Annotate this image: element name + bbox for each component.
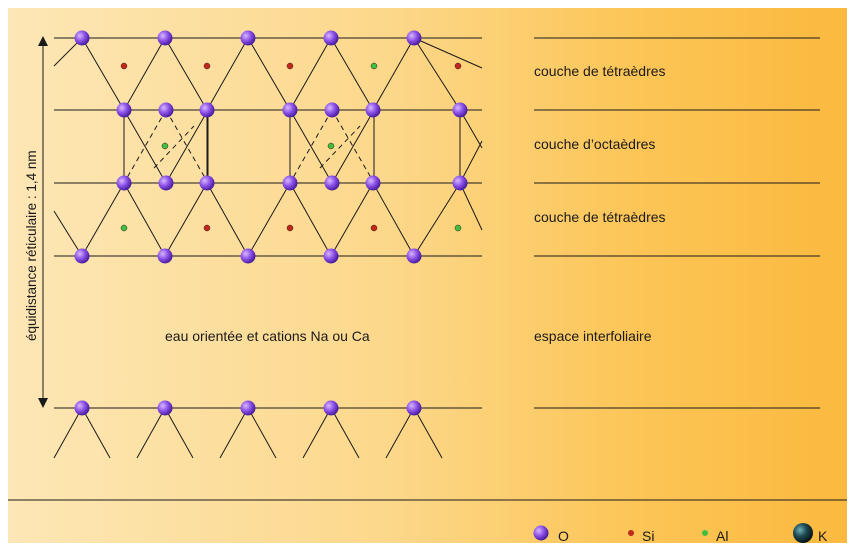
legend-potassium-symbol: [793, 523, 813, 543]
bond-line: [81, 182, 125, 257]
label-basal-spacing: équidistance réticulaire : 1,4 nm: [24, 150, 39, 341]
smectite-structure-drawing: [8, 30, 847, 543]
bond-line: [206, 37, 249, 111]
oxygen-atom: [324, 175, 340, 191]
bond-line: [372, 182, 415, 257]
oxygen-atom: [323, 248, 339, 264]
oxygen-atom: [406, 30, 422, 46]
bond-line: [385, 407, 415, 459]
bond-line: [247, 182, 291, 257]
oxygen-atom: [240, 30, 256, 46]
bond-line: [330, 37, 374, 111]
arrow-head-top: [38, 36, 48, 46]
aluminium-atom: [370, 62, 378, 70]
oxygen-atom: [323, 30, 339, 46]
oxygen-atom: [157, 248, 173, 264]
legend-label-silicon: Si: [642, 528, 655, 543]
bond-line: [81, 407, 111, 459]
bond-line: [164, 37, 208, 111]
oxygen-atom: [157, 400, 173, 416]
oxygen-atom: [158, 175, 174, 191]
bond-line: [413, 37, 483, 69]
bond-line: [372, 37, 415, 111]
bond-line: [413, 182, 461, 257]
label-bottom-tetrahedral-layer: couche de tétraèdres: [534, 209, 666, 225]
silicon-atom: [370, 224, 378, 232]
bond-line: [164, 182, 208, 257]
label-interlayer-content: eau orientée et cations Na ou Ca: [165, 328, 370, 344]
aluminium-atom: [327, 142, 335, 150]
legend-label-potassium: K: [818, 528, 828, 543]
aluminium-atom: [454, 224, 462, 232]
silicon-atom: [203, 224, 211, 232]
bond-line: [331, 109, 375, 184]
oxygen-atom: [74, 248, 90, 264]
silicon-atom: [286, 224, 294, 232]
oxygen-atom: [365, 102, 381, 118]
oxygen-atom: [116, 175, 132, 191]
bond-line: [219, 407, 249, 459]
silicon-atom: [120, 62, 128, 70]
bond-line: [153, 125, 195, 169]
bond-line: [136, 407, 166, 459]
silicon-atom: [203, 62, 211, 70]
oxygen-atom: [240, 400, 256, 416]
bond-line: [165, 109, 209, 184]
bond-line: [459, 140, 483, 184]
bond-line: [289, 109, 333, 184]
legend-oxygen-symbol: [533, 525, 549, 541]
bond-line: [81, 37, 125, 111]
oxygen-atom: [365, 175, 381, 191]
oxygen-atom: [406, 400, 422, 416]
legend-label-aluminium: Al: [716, 528, 729, 543]
bond-line: [164, 407, 194, 459]
legend-silicon-symbol: [628, 530, 634, 536]
oxygen-atom: [240, 248, 256, 264]
bond-line: [123, 37, 166, 111]
bond-line: [413, 37, 461, 111]
bond-line: [330, 407, 360, 459]
oxygen-atom: [116, 102, 132, 118]
oxygen-atom: [282, 102, 298, 118]
aluminium-atom: [120, 224, 128, 232]
oxygen-atom: [74, 400, 90, 416]
arrow-head-bottom: [38, 398, 48, 408]
label-octahedral-layer: couche d’octaèdres: [534, 136, 656, 152]
bond-line: [206, 182, 249, 257]
oxygen-atom: [406, 248, 422, 264]
oxygen-atom: [452, 175, 468, 191]
bond-line: [459, 182, 483, 231]
silicon-atom: [286, 62, 294, 70]
aluminium-atom: [161, 142, 169, 150]
label-interlayer-space: espace interfoliaire: [534, 328, 652, 344]
bond-line: [123, 109, 167, 184]
oxygen-atom: [74, 30, 90, 46]
oxygen-atom: [199, 175, 215, 191]
diagram-frame: couche de tétraèdres couche d’octaèdres …: [8, 8, 847, 543]
oxygen-atom: [452, 102, 468, 118]
oxygen-atom: [324, 102, 340, 118]
bond-line: [53, 407, 83, 459]
oxygen-atom: [323, 400, 339, 416]
bond-line: [289, 37, 332, 111]
bond-line: [289, 182, 332, 257]
bond-line: [53, 210, 83, 257]
silicon-atom: [454, 62, 462, 70]
bond-line: [247, 407, 277, 459]
bond-line: [123, 182, 166, 257]
label-top-tetrahedral-layer: couche de tétraèdres: [534, 63, 666, 79]
legend-aluminium-symbol: [702, 530, 708, 536]
bond-line: [330, 182, 374, 257]
oxygen-atom: [158, 102, 174, 118]
bond-line: [247, 37, 291, 111]
bond-line: [319, 125, 361, 169]
bond-line: [413, 407, 443, 459]
legend-label-oxygen: O: [558, 528, 569, 543]
oxygen-atom: [282, 175, 298, 191]
oxygen-atom: [199, 102, 215, 118]
bond-line: [302, 407, 332, 459]
oxygen-atom: [157, 30, 173, 46]
